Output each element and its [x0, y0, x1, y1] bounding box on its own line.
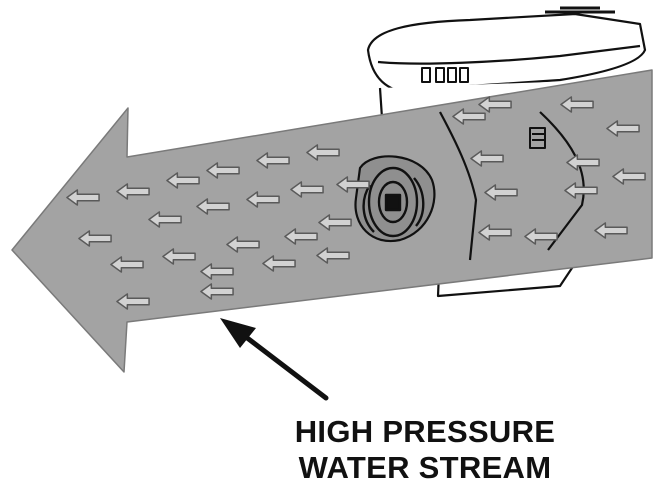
callout-label-line2: WATER STREAM	[298, 450, 552, 485]
motor-overlay	[354, 111, 585, 261]
motor-top-detail	[545, 6, 615, 14]
callout-arrow	[220, 318, 329, 401]
motor-vents	[421, 67, 469, 83]
propeller-icon	[362, 166, 425, 238]
callout-label-line1: HIGH PRESSURE	[294, 414, 556, 449]
callout-label: HIGH PRESSURE WATER STREAM	[255, 414, 595, 486]
motor-cowling-band	[377, 44, 641, 65]
motor-trim-detail	[529, 127, 546, 149]
